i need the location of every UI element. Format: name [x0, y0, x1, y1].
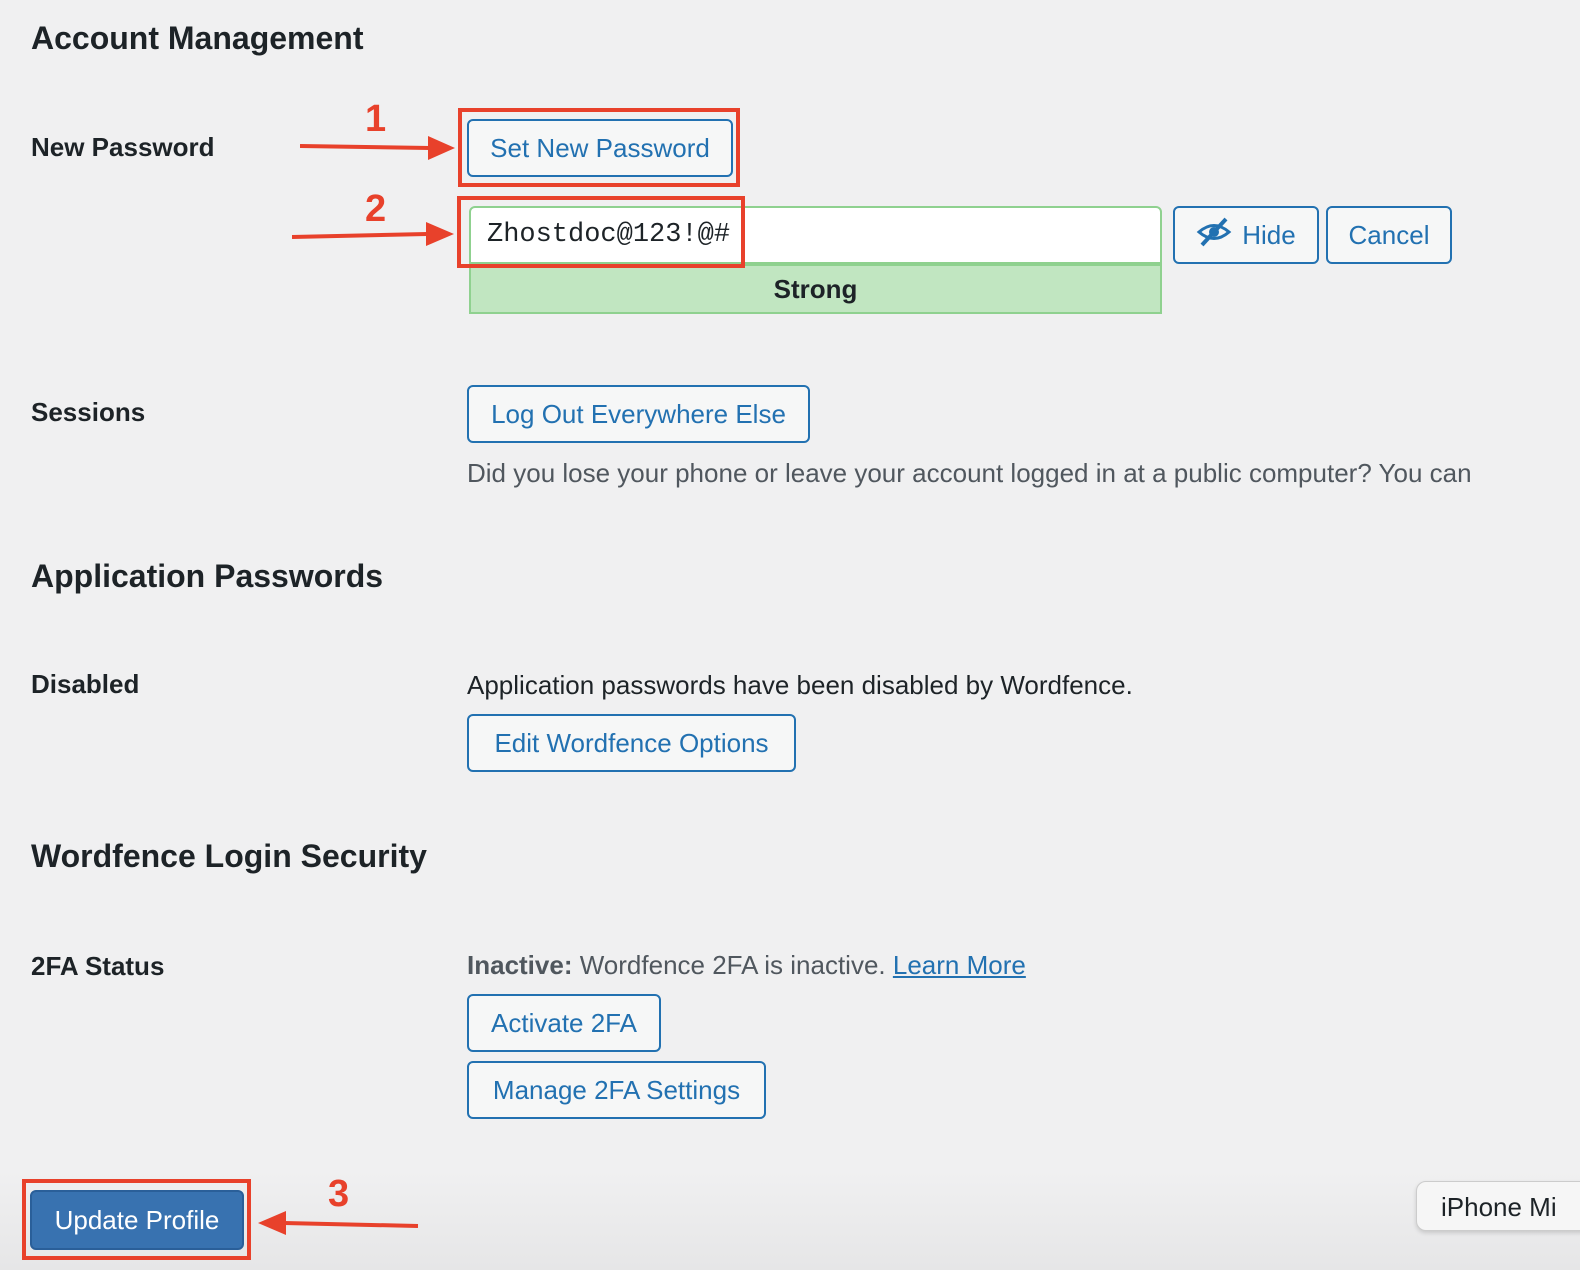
app-passwords-description: Application passwords have been disabled…	[467, 670, 1133, 700]
manage-2fa-settings-button[interactable]: Manage 2FA Settings	[467, 1061, 766, 1119]
annotation-arrow-2	[292, 222, 454, 246]
annotation-number-3: 3	[328, 1173, 350, 1215]
update-profile-button[interactable]: Update Profile	[30, 1190, 244, 1250]
annotation-box-3	[22, 1179, 251, 1260]
account-management-heading: Account Management	[31, 20, 364, 56]
cancel-button[interactable]: Cancel	[1326, 206, 1452, 264]
login-security-heading: Wordfence Login Security	[31, 838, 427, 874]
annotation-arrow-1	[300, 136, 455, 160]
tooltip: iPhone Mi	[1416, 1181, 1580, 1231]
2fa-status-text: Inactive: Wordfence 2FA is inactive. Lea…	[467, 950, 1026, 981]
tooltip-text: iPhone Mi	[1441, 1192, 1557, 1222]
sessions-description: Did you lose your phone or leave your ac…	[467, 458, 1472, 488]
eye-slash-icon	[1196, 217, 1232, 254]
sessions-label: Sessions	[31, 397, 146, 427]
annotation-box-2	[457, 196, 745, 268]
annotation-box-1	[458, 108, 740, 187]
2fa-status-description: Wordfence 2FA is inactive.	[579, 950, 886, 980]
new-password-label: New Password	[31, 132, 215, 162]
hide-password-button[interactable]: Hide	[1173, 206, 1319, 264]
activate-2fa-button[interactable]: Activate 2FA	[467, 994, 661, 1052]
bottom-bar	[0, 1170, 1580, 1270]
log-out-everywhere-button[interactable]: Log Out Everywhere Else	[467, 385, 810, 443]
set-new-password-button[interactable]: Set New Password	[467, 119, 733, 177]
annotation-number-2: 2	[365, 188, 387, 230]
edit-wordfence-options-button[interactable]: Edit Wordfence Options	[467, 714, 796, 772]
app-passwords-status-label: Disabled	[31, 669, 140, 699]
2fa-status-label: 2FA Status	[31, 951, 165, 981]
password-strength-meter: Strong	[469, 264, 1162, 314]
learn-more-link[interactable]: Learn More	[892, 950, 1026, 980]
application-passwords-heading: Application Passwords	[31, 558, 384, 594]
2fa-status-strong: Inactive:	[467, 950, 573, 980]
hide-label: Hide	[1242, 219, 1296, 250]
password-input[interactable]	[469, 206, 1162, 264]
annotation-arrow-3	[258, 1211, 419, 1235]
annotation-number-1: 1	[365, 98, 387, 140]
